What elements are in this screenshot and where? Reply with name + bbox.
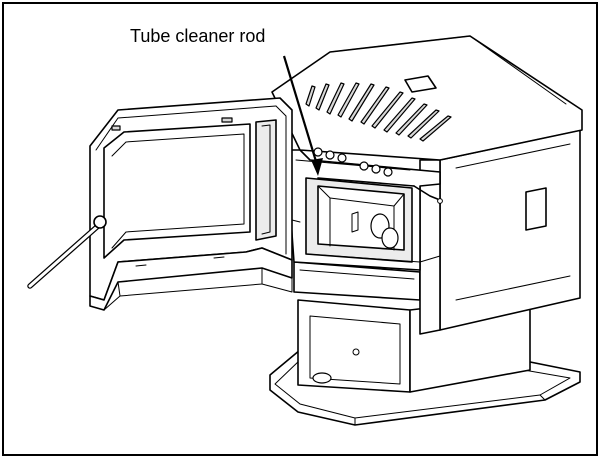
tube-cleaner-rod [317,177,443,204]
top-hopper-lid [404,75,437,93]
firebox-interior [305,177,441,263]
stove-top [271,35,583,173]
stove-body [419,129,581,335]
callout-label: Tube cleaner rod [130,26,266,46]
pedestal-knob [352,348,360,356]
pedestal-badge [312,372,332,384]
side-access-panel [525,187,547,231]
control-panel [313,147,393,177]
top-grille [305,82,452,142]
door-handle [27,215,107,289]
open-door [89,97,301,311]
callout-arrow [282,55,323,176]
